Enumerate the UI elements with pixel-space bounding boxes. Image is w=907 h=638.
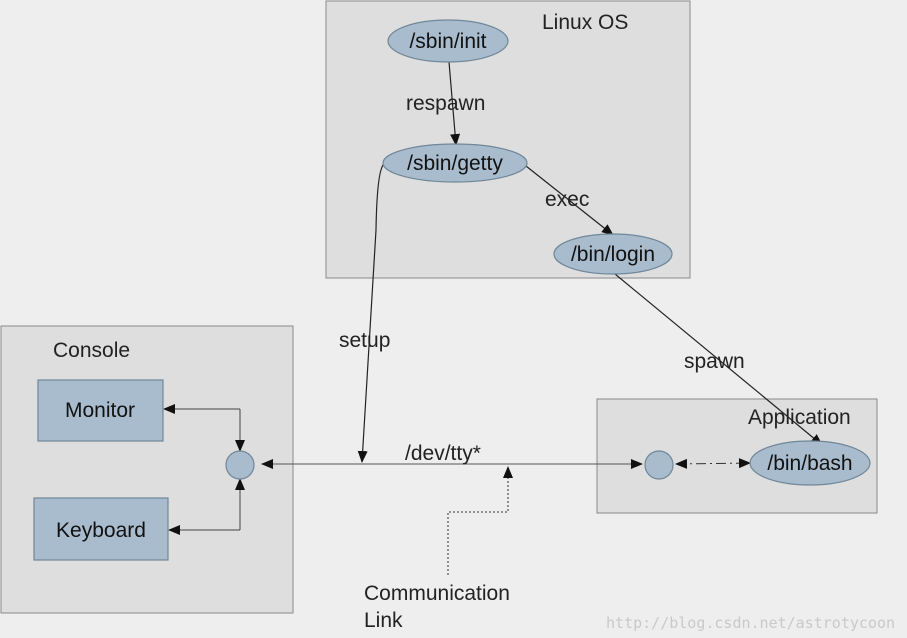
setup-label: setup xyxy=(339,329,390,352)
bash-link xyxy=(675,458,751,469)
keyboard-label: Keyboard xyxy=(56,519,146,542)
exec-edge xyxy=(525,165,614,236)
sbin-init-label: /sbin/init xyxy=(409,30,486,53)
comm-link-pointer xyxy=(447,466,513,575)
bin-login-label: /bin/login xyxy=(571,243,655,266)
monitor-box xyxy=(37,379,164,442)
bin-login-node xyxy=(553,233,673,275)
application-junction xyxy=(644,450,674,480)
bin-bash-label: /bin/bash xyxy=(767,452,852,475)
keyboard-box xyxy=(33,497,169,561)
monitor-label: Monitor xyxy=(65,399,135,422)
bin-bash-node xyxy=(749,440,871,486)
console-junction xyxy=(225,450,255,480)
linux-os-box xyxy=(325,0,691,279)
respawn-label: respawn xyxy=(406,92,485,115)
dev-tty-label: /dev/tty* xyxy=(405,442,481,465)
setup-edge xyxy=(357,163,385,463)
comm-link-label-line1: Communication xyxy=(364,582,510,605)
sbin-getty-node xyxy=(382,143,528,183)
comm-link-label-line2: Link xyxy=(364,609,403,632)
watermark: http://blog.csdn.net/astrotycoon xyxy=(606,614,895,632)
linux-os-title: Linux OS xyxy=(542,11,628,34)
application-title: Application xyxy=(748,406,851,429)
spawn-label: spawn xyxy=(684,350,745,373)
console-title: Console xyxy=(53,339,130,362)
sbin-getty-label: /sbin/getty xyxy=(407,152,503,175)
exec-label: exec xyxy=(545,188,589,211)
respawn-edge xyxy=(448,61,461,146)
spawn-edge xyxy=(614,273,823,446)
sbin-init-node xyxy=(387,19,509,63)
